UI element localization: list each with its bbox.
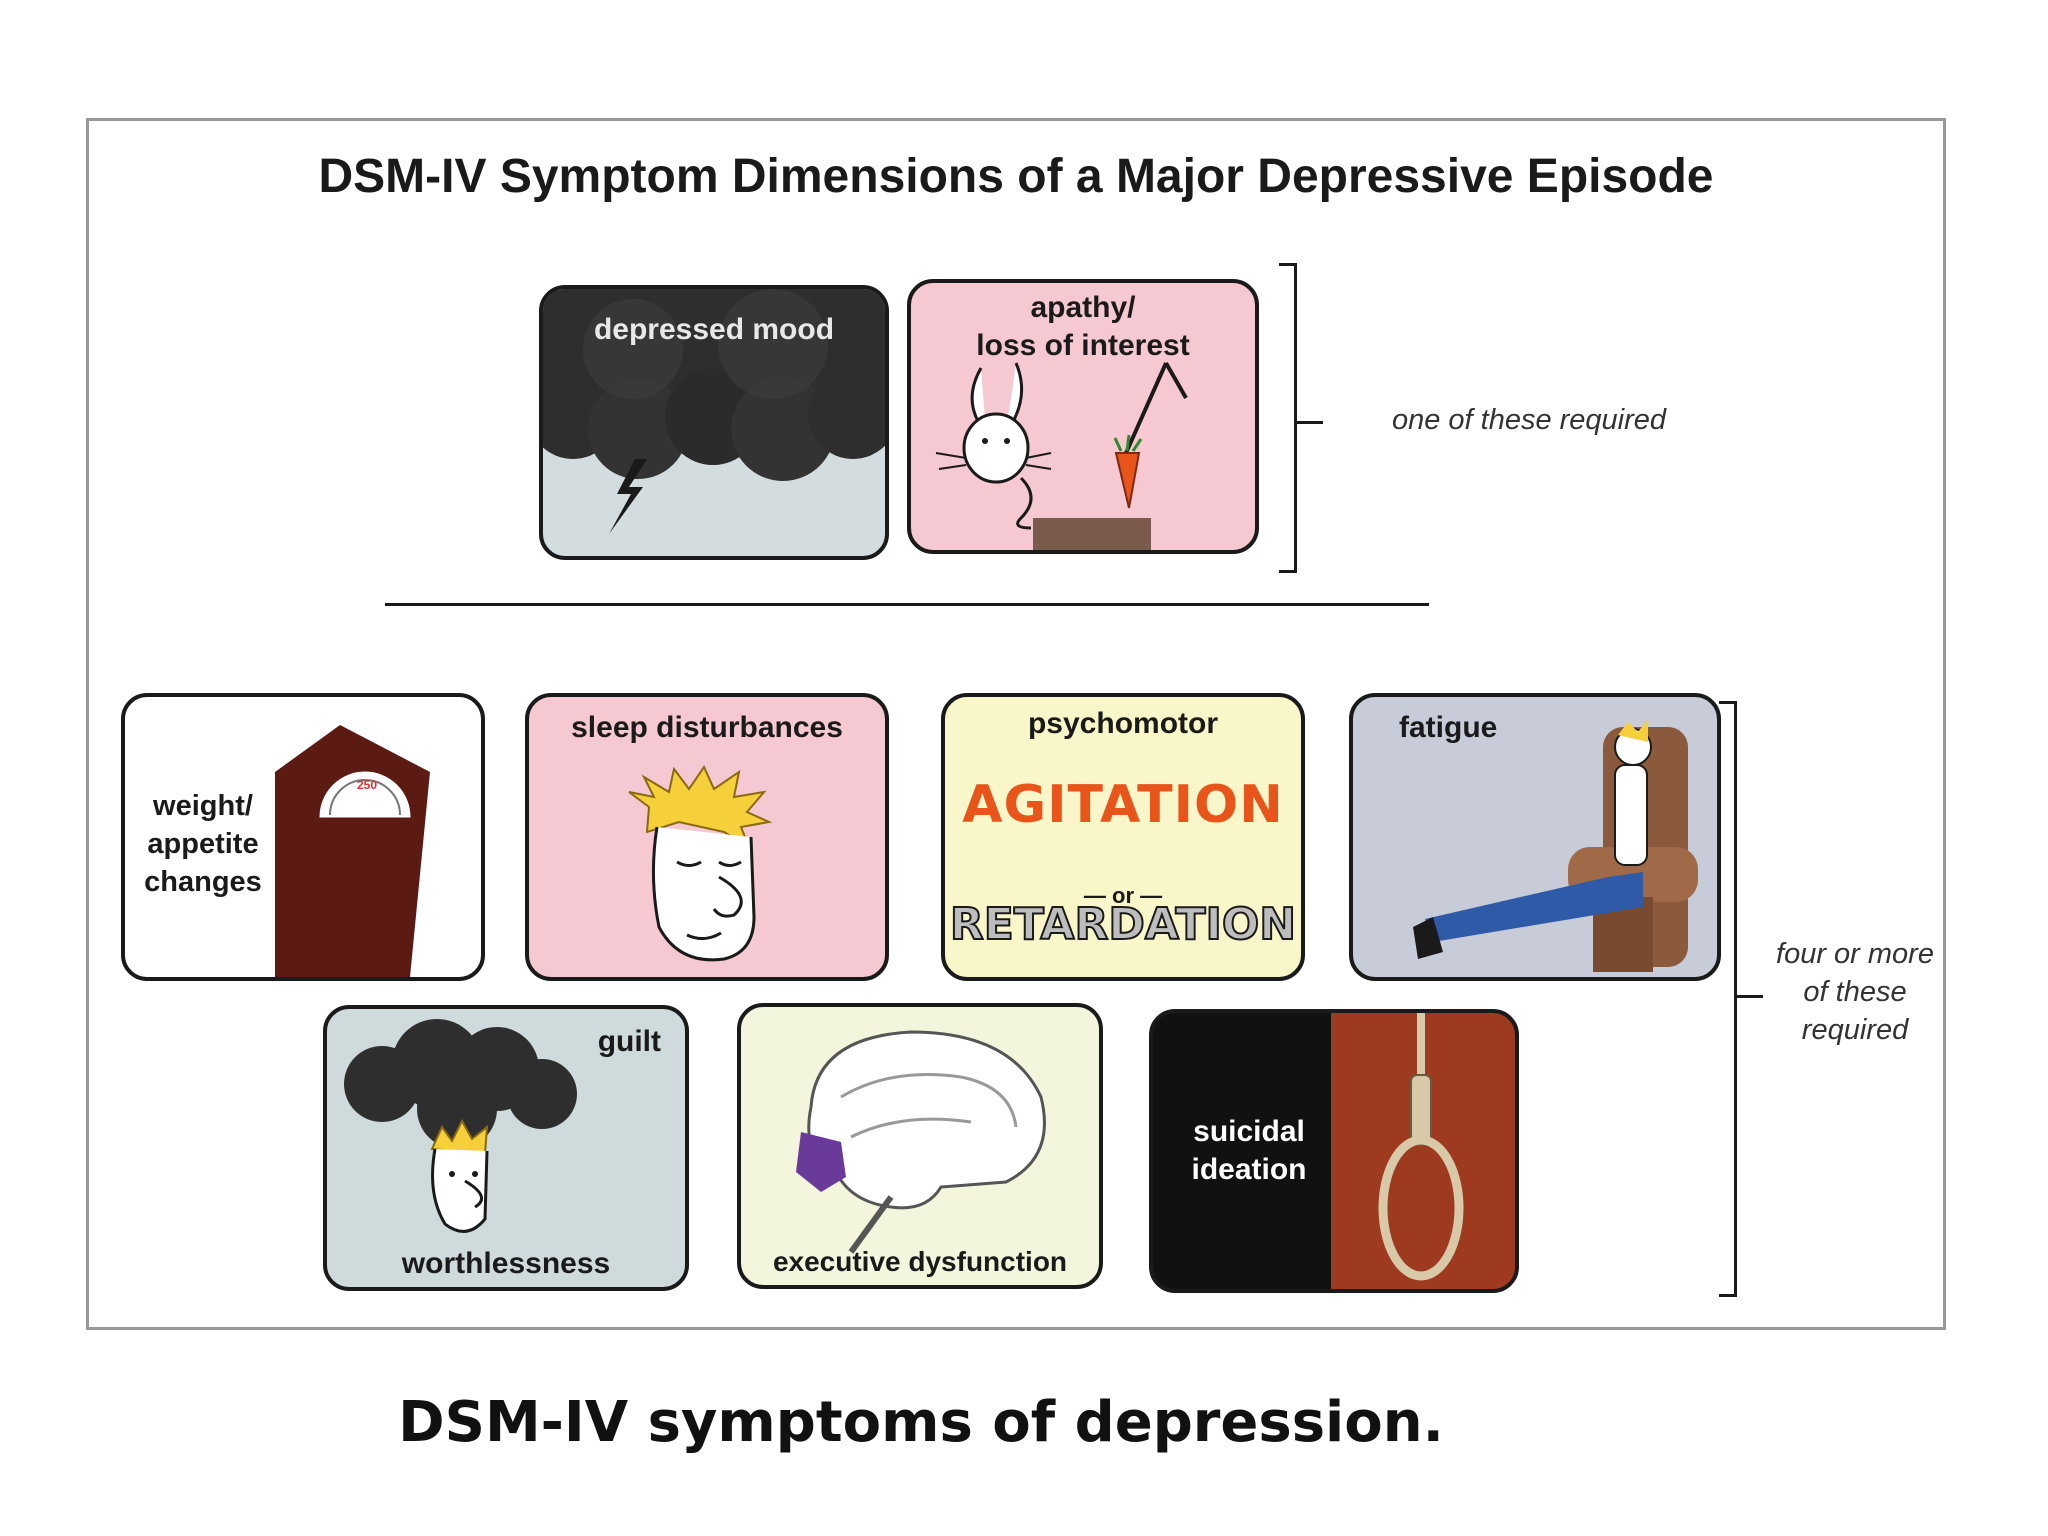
card-label-bottom: worthlessness <box>401 1247 611 1280</box>
card-weight-appetite: 250 weight/ appetite changes <box>121 693 485 981</box>
bracket-tick <box>1737 995 1763 998</box>
bracket-additional <box>1719 701 1737 1297</box>
rabbit-carrot-icon <box>935 362 1188 550</box>
card-psychomotor: psychomotor AGITATION — or — RETARDATION <box>941 693 1305 981</box>
card-guilt: guilt worthlessness <box>323 1005 689 1291</box>
card-label: psychomotor <box>1027 707 1219 740</box>
dash-left: — <box>1083 883 1112 908</box>
card-label: depressed mood <box>593 313 835 346</box>
connector-or: or <box>1112 883 1134 908</box>
card-label: sleep disturbances <box>571 711 843 744</box>
sleepy-face-icon <box>628 764 773 962</box>
brain-icon <box>796 1030 1046 1254</box>
agitation-word: AGITATION <box>962 775 1284 835</box>
card-apathy: apathy/ loss of interest <box>907 279 1259 554</box>
bracket-tick <box>1297 421 1323 424</box>
card-label: executive dysfunction <box>772 1246 1068 1277</box>
divider-line <box>385 603 1429 606</box>
noose-icon <box>1378 1013 1464 1281</box>
diagram-frame: DSM-IV Symptom Dimensions of a Major Dep… <box>86 118 1946 1330</box>
card-label: suicidal ideation <box>1191 1115 1307 1186</box>
retardation-word: RETARDATION <box>949 898 1297 951</box>
card-label: apathy/ loss of interest <box>976 291 1190 362</box>
connector-text: — or — <box>945 857 1301 909</box>
guilt-cloud-face-icon <box>344 1019 577 1233</box>
card-depressed-mood: depressed mood <box>539 285 889 560</box>
note-required: one of these required <box>1391 404 1667 436</box>
card-fatigue: fatigue <box>1349 693 1721 981</box>
figure-caption: DSM-IV symptoms of depression. <box>398 1390 1444 1455</box>
card-suicidal-ideation: suicidal ideation <box>1149 1009 1519 1293</box>
scale-reading: 250 <box>356 778 378 792</box>
card-sleep-disturbances: sleep disturbances <box>525 693 889 981</box>
dash-right: — <box>1134 883 1163 908</box>
storm-cloud-icon <box>543 289 885 534</box>
card-label: weight/ appetite changes <box>144 790 262 898</box>
scale-icon <box>275 725 430 977</box>
note-additional: four or more of these required <box>1776 938 1934 1046</box>
card-executive-dysfunction: executive dysfunction <box>737 1003 1103 1289</box>
card-label: guilt <box>597 1025 661 1058</box>
diagram-title: DSM-IV Symptom Dimensions of a Major Dep… <box>318 150 1714 203</box>
bracket-required <box>1279 263 1297 573</box>
card-label: fatigue <box>1399 711 1498 744</box>
tired-person-icon <box>1413 719 1698 972</box>
